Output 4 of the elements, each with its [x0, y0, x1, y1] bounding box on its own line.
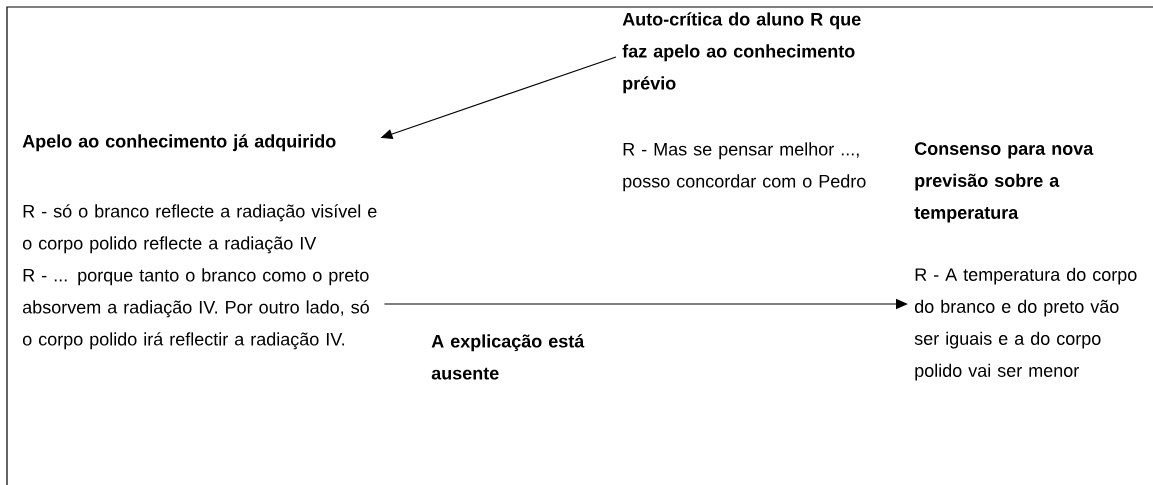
annotation: Consenso para nova previsão sobre a temperatura R - A temperatura do corpo do branco e do preto vão ser iguais e a do corpo polido vai ser menor	[914, 142, 1137, 381]
note-text: A explicação está ausente	[431, 334, 585, 380]
annotation: Auto-crítica do aluno R que faz apelo ao conhecimento prévio R - Mas se pensar melhor ..., posso concordar com o Pedro	[622, 12, 866, 192]
annotation: Apelo ao conhecimento já adquirido R - só o branco reflecte a radiação visível e o corpo polido reflecte a radiação IV R - ... porque tanto o branco como o preto absorvem a radiação IV. Por outro lado, só o corpo polido irá reflectir a radiação IV.	[22, 134, 377, 350]
